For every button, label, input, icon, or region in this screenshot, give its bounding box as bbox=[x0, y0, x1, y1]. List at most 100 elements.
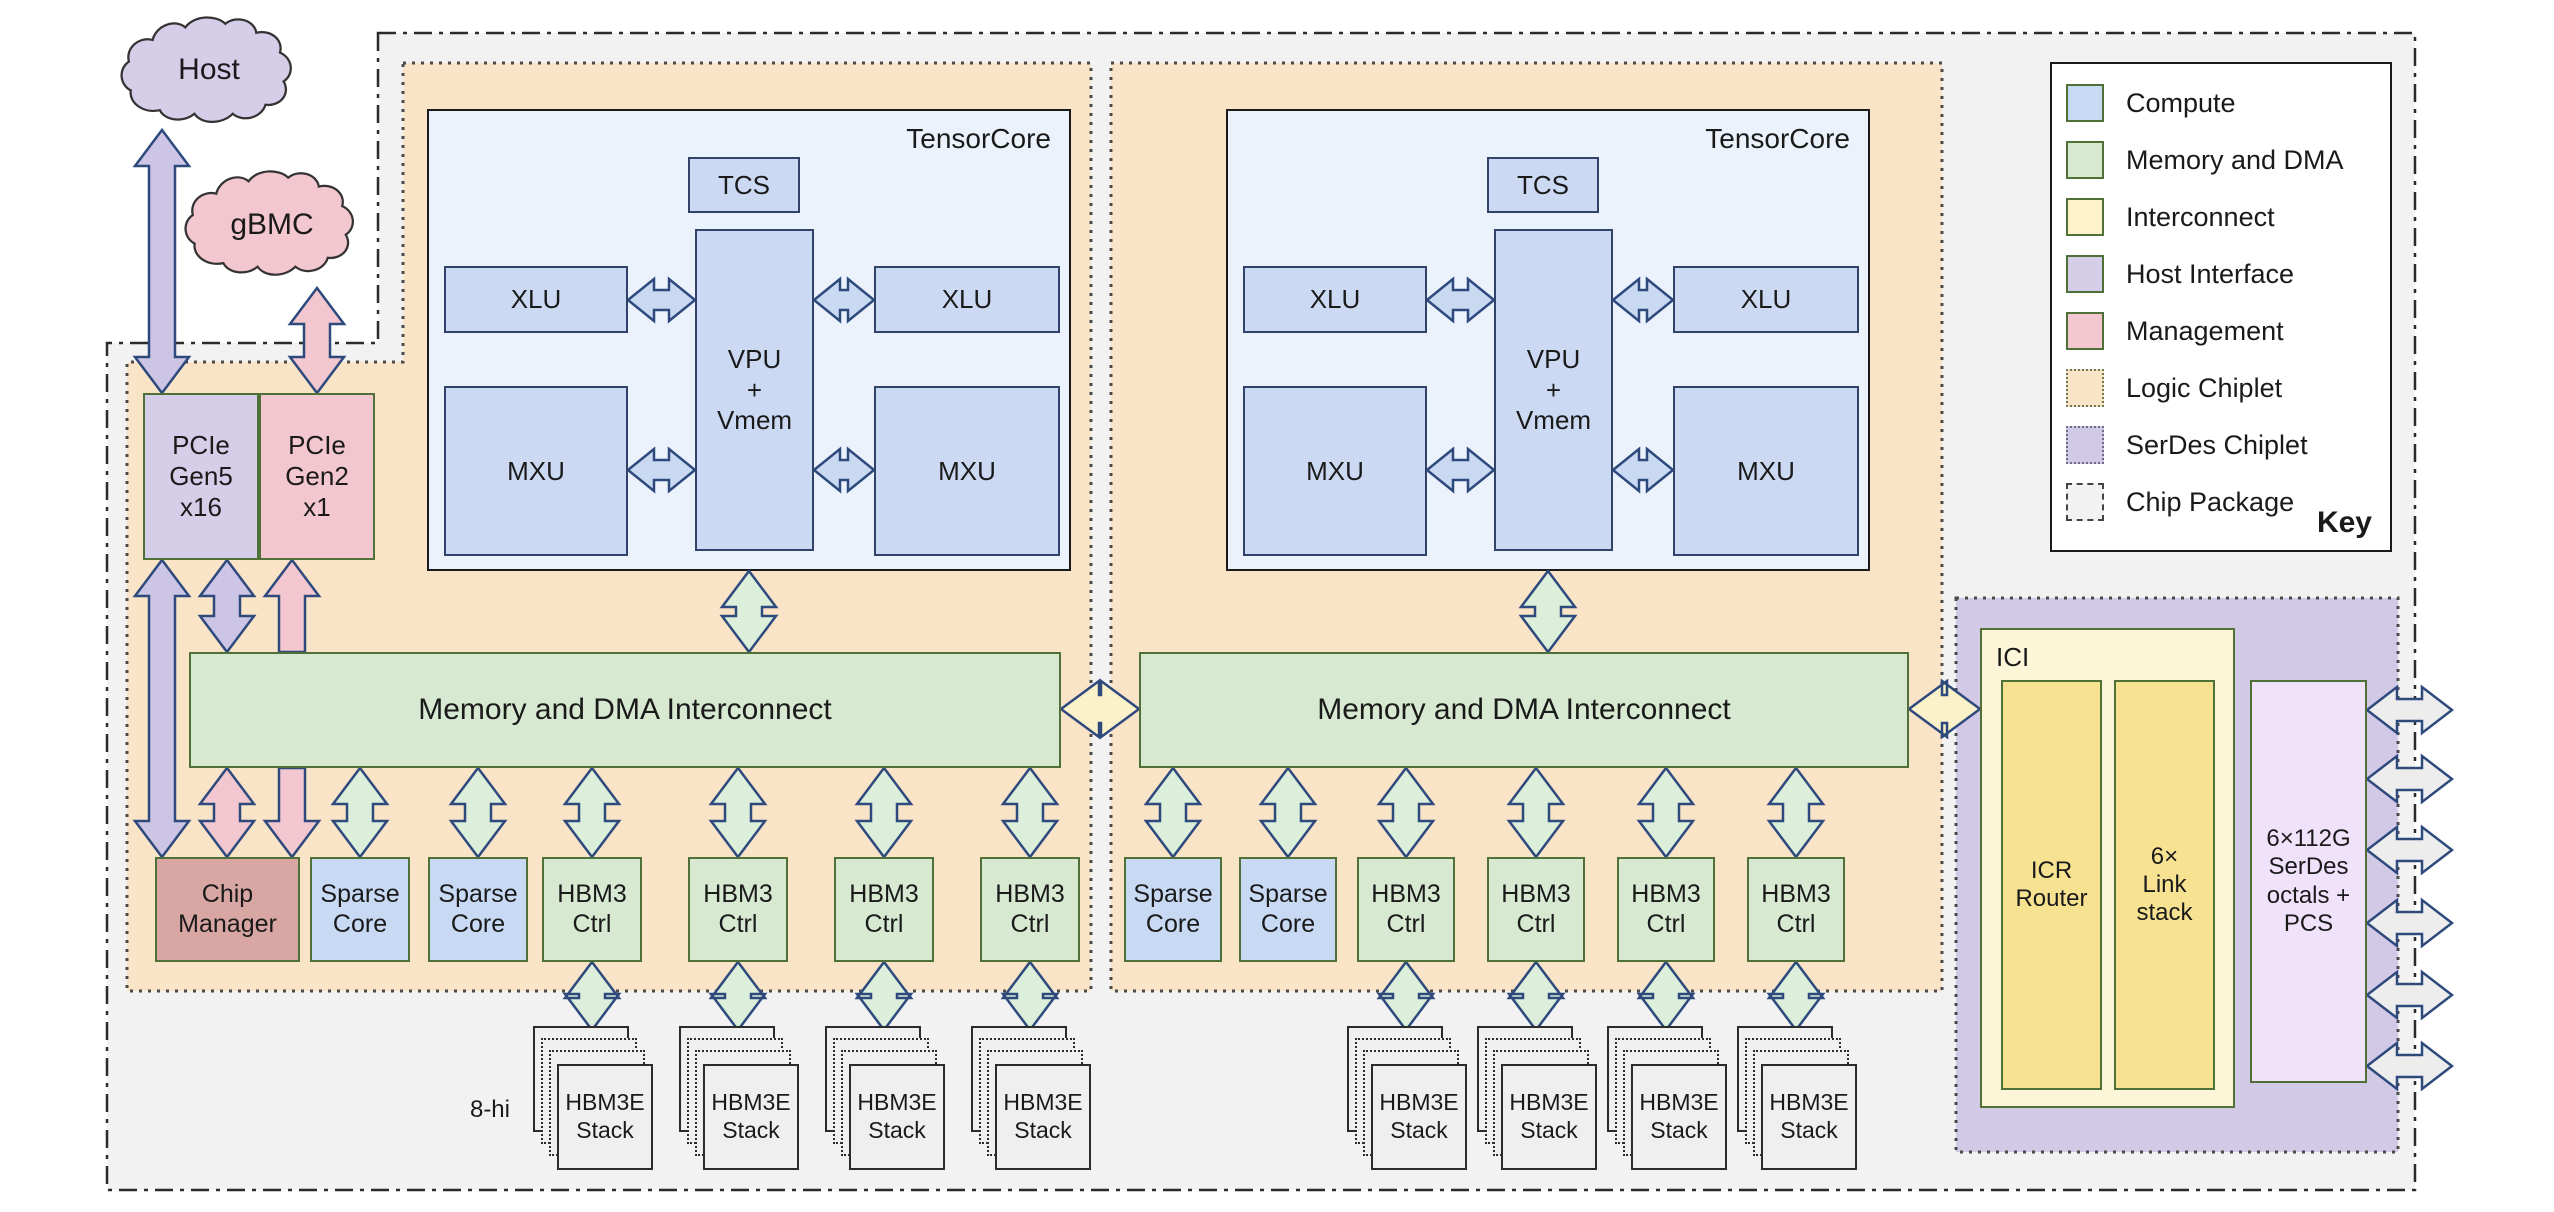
memory-dma-interconnect-right: Memory and DMA Interconnect bbox=[1139, 652, 1909, 768]
host-cloud-label: Host bbox=[178, 53, 240, 86]
pcie-gen5-box: PCIe Gen5 x16 bbox=[143, 393, 259, 560]
serdes-link-arrow bbox=[2364, 684, 2455, 736]
xlu-box: XLU bbox=[1243, 266, 1427, 333]
xlu-vpu-arrow bbox=[626, 276, 697, 324]
hbm3-ctrl-to-stack-arrow bbox=[708, 959, 768, 1033]
logic-chiplet-swatch-icon bbox=[2066, 369, 2104, 407]
hbm3e-stack-front: HBM3E Stack bbox=[849, 1064, 945, 1170]
chip-package-swatch-icon bbox=[2066, 483, 2104, 521]
hbm3-ctrl-box: HBM3 Ctrl bbox=[1747, 857, 1845, 962]
hbm3e-stack-front: HBM3E Stack bbox=[1371, 1064, 1467, 1170]
compute-swatch-icon bbox=[2066, 84, 2104, 122]
key-item-chip-package: Chip Package bbox=[2066, 483, 2390, 521]
key-item-compute: Compute bbox=[2066, 84, 2390, 122]
memory-dma-swatch-icon bbox=[2066, 141, 2104, 179]
interconnect-to-ici-arrow bbox=[1906, 678, 1983, 740]
interconnect-to-hbm3-ctrl-arrow bbox=[1376, 765, 1436, 860]
serdes-link-arrow bbox=[2364, 1040, 2455, 1092]
link-stack-box: 6× Link stack bbox=[2114, 680, 2215, 1090]
memory-dma-interconnect-left: Memory and DMA Interconnect bbox=[189, 652, 1061, 768]
tensorcore-1-label: TensorCore bbox=[906, 123, 1051, 154]
serdes-link-arrow bbox=[2364, 753, 2455, 805]
hbm3e-stack-front: HBM3E Stack bbox=[557, 1064, 653, 1170]
hbm3-ctrl-to-stack-arrow bbox=[854, 959, 914, 1033]
interconnect-to-chip-manager-arrow-b bbox=[262, 766, 322, 860]
hbm3-ctrl-box: HBM3 Ctrl bbox=[1617, 857, 1715, 962]
hbm3-ctrl-to-stack-arrow bbox=[562, 959, 622, 1033]
hbm3-ctrl-box: HBM3 Ctrl bbox=[1357, 857, 1455, 962]
interconnect-to-hbm3-ctrl-arrow bbox=[562, 765, 622, 860]
host-cloud bbox=[120, 16, 292, 124]
mxu-box: MXU bbox=[444, 386, 628, 556]
vpu-vmem-box: VPU + Vmem bbox=[1494, 229, 1613, 551]
interconnect-to-hbm3-ctrl-arrow bbox=[708, 765, 768, 860]
serdes-link-arrow bbox=[2364, 897, 2455, 949]
xlu-box: XLU bbox=[444, 266, 628, 333]
key-item-interconnect: Interconnect bbox=[2066, 198, 2390, 236]
hbm3e-stack-group: HBM3E Stack bbox=[971, 1026, 1093, 1172]
hbm3e-stack-front: HBM3E Stack bbox=[703, 1064, 799, 1170]
vpu-mxu-arrow bbox=[1611, 446, 1675, 494]
hbm3e-stack-front: HBM3E Stack bbox=[1631, 1064, 1727, 1170]
icr-router-box: ICR Router bbox=[2001, 680, 2102, 1090]
key-item-logic-chiplet: Logic Chiplet bbox=[2066, 369, 2390, 407]
tcs-box: TCS bbox=[1487, 157, 1599, 213]
pcie-gen2-to-interconnect-arrow bbox=[262, 557, 322, 654]
interconnect-to-hbm3-ctrl-arrow bbox=[1766, 765, 1826, 860]
xlu-box: XLU bbox=[874, 266, 1060, 333]
tensorcore-2-label: TensorCore bbox=[1705, 123, 1850, 154]
hbm3e-stack-group: HBM3E Stack bbox=[1737, 1026, 1859, 1172]
hbm3e-stack-group: HBM3E Stack bbox=[825, 1026, 947, 1172]
hbm3-ctrl-box: HBM3 Ctrl bbox=[542, 857, 642, 962]
hbm3e-stack-group: HBM3E Stack bbox=[1607, 1026, 1729, 1172]
tensorcore1-to-interconnect-arrow bbox=[719, 568, 779, 655]
hbm3e-stack-front: HBM3E Stack bbox=[1761, 1064, 1857, 1170]
tensorcore2-to-interconnect-arrow bbox=[1518, 568, 1578, 655]
interconnect-to-sparse-core-arrow bbox=[330, 765, 390, 860]
mxu-vpu-arrow bbox=[1425, 446, 1496, 494]
interconnect-to-chip-manager-arrow-a bbox=[197, 765, 257, 860]
hbm3e-stack-group: HBM3E Stack bbox=[1477, 1026, 1599, 1172]
interconnect-to-hbm3-ctrl-arrow bbox=[1506, 765, 1566, 860]
key-item-serdes-chiplet: SerDes Chiplet bbox=[2066, 426, 2390, 464]
vpu-mxu-arrow bbox=[812, 446, 876, 494]
management-swatch-icon bbox=[2066, 312, 2104, 350]
serdes-link-arrow bbox=[2364, 969, 2455, 1021]
vpu-xlu-arrow bbox=[1611, 276, 1675, 324]
hbm3-ctrl-to-stack-arrow bbox=[1000, 959, 1060, 1033]
serdes-chiplet-swatch-icon bbox=[2066, 426, 2104, 464]
interconnect-bridge-arrow bbox=[1058, 678, 1142, 740]
mxu-box: MXU bbox=[874, 386, 1060, 556]
hbm3-ctrl-to-stack-arrow bbox=[1636, 959, 1696, 1033]
pcie-gen2-box: PCIe Gen2 x1 bbox=[259, 393, 375, 560]
interconnect-swatch-icon bbox=[2066, 198, 2104, 236]
hbm3e-stack-group: HBM3E Stack bbox=[533, 1026, 655, 1172]
hbm3-ctrl-box: HBM3 Ctrl bbox=[980, 857, 1080, 962]
pcie-gen5-to-interconnect-arrow bbox=[197, 557, 257, 655]
host-to-pcie-gen5-arrow bbox=[132, 127, 192, 396]
interconnect-to-sparse-core-arrow bbox=[1143, 765, 1203, 860]
sparse-core-box: Sparse Core bbox=[428, 857, 528, 962]
key-item-management: Management bbox=[2066, 312, 2390, 350]
hbm3-ctrl-box: HBM3 Ctrl bbox=[834, 857, 934, 962]
interconnect-to-hbm3-ctrl-arrow bbox=[1000, 765, 1060, 860]
interconnect-to-hbm3-ctrl-arrow bbox=[854, 765, 914, 860]
hbm3e-stack-front: HBM3E Stack bbox=[995, 1064, 1091, 1170]
key-title: Key bbox=[2316, 506, 2372, 539]
vpu-xlu-arrow bbox=[812, 276, 876, 324]
vpu-vmem-box: VPU + Vmem bbox=[695, 229, 814, 551]
gbmc-cloud-label: gBMC bbox=[230, 208, 314, 241]
mxu-vpu-arrow bbox=[626, 446, 697, 494]
pcie-gen5-to-chip-manager-arrow bbox=[132, 557, 192, 860]
chip-manager-box: Chip Manager bbox=[155, 857, 300, 962]
mxu-box: MXU bbox=[1243, 386, 1427, 556]
tcs-box: TCS bbox=[688, 157, 800, 213]
interconnect-to-sparse-core-arrow bbox=[1258, 765, 1318, 860]
key-item-memory-dma: Memory and DMA bbox=[2066, 141, 2390, 179]
key-legend: Compute Memory and DMA Interconnect Host… bbox=[2050, 62, 2392, 552]
hbm3e-stack-front: HBM3E Stack bbox=[1501, 1064, 1597, 1170]
gbmc-to-pcie-gen2-arrow bbox=[287, 285, 347, 396]
sparse-core-box: Sparse Core bbox=[310, 857, 410, 962]
